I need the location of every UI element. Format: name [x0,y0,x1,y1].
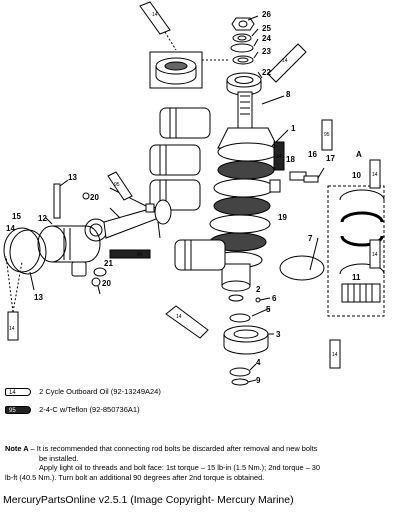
callout: 3 [276,330,281,339]
callout: 6 [272,294,277,303]
washer-25 [232,33,252,43]
ring-4 [229,367,251,377]
note-line: – It is recommended that connecting rod … [28,444,318,453]
note-line: lb-ft (40.5 Nm.). Turn bolt an additiona… [5,472,265,482]
callout: 7 [308,234,313,243]
tube-code: 14 [282,58,288,64]
callout: 18 [286,155,295,164]
note-line: be installed. [39,453,79,463]
callout: 26 [262,10,271,19]
lube-tube-top [139,1,177,51]
callout: 9 [256,376,261,385]
callout-labels: 26 25 24 23 22 8 1 A 16 17 18 19 10 7 11… [6,10,362,385]
pistons-behind [149,107,226,271]
piston-pin [53,183,61,219]
callout: A [356,150,362,159]
tube-code: 95 [137,252,143,258]
callout: 23 [262,47,271,56]
seal-ring-24 [230,43,254,53]
note-label: Note A [5,444,29,453]
thrust-washer-20 [91,277,101,287]
callout: 20 [90,193,99,202]
footer-credit: MercuryPartsOnline v2.5.1 (Image Copyrig… [3,494,294,506]
legend-tube-icon: 95 [5,406,31,415]
callout: 25 [262,24,271,33]
legend-text: 2 Cycle Outboard Oil (92-13249A24) [39,387,161,396]
tube-code: 14 [152,12,158,18]
legend-row-oil: 14 2 Cycle Outboard Oil (92-13249A24) [5,386,161,398]
legend-text: 2-4-C w/Teflon (92-850736A1) [39,405,140,414]
bearing-cup-inset [149,51,230,89]
retaining-ring-7 [279,255,325,281]
tube-code: 95 [324,132,330,138]
callout: 15 [12,212,21,221]
callout: 5 [266,305,271,314]
tube-code-labels: 14 14 95 14 95 95 14 14 14 14 14 [9,12,378,358]
piston [37,225,101,263]
tube-code: 14 [372,172,378,178]
callout: 24 [262,34,271,43]
tube-code: 14 [276,154,282,160]
tube-code: 95 [114,182,120,188]
tube-code: 14 [372,252,378,258]
lower-bearing-2 [228,294,244,302]
callout: 16 [308,150,317,159]
callout: 21 [104,259,113,268]
callout: 14 [6,224,15,233]
callout: 19 [278,213,287,222]
lube-tube-bottom-right [329,339,341,369]
lube-tube-left [5,255,23,341]
callout: 13 [34,293,43,302]
tube-code: 14 [332,352,338,358]
piston-rings [3,227,47,275]
pin-lock-ring [82,192,90,200]
tube-code: 14 [176,314,182,320]
pin-6 [255,297,261,303]
callout: 22 [262,68,271,77]
rod-cap-parts [269,171,319,193]
callout: 10 [352,171,361,180]
rod-bolt [109,187,155,213]
callout: 1 [291,124,296,133]
ring-9 [231,378,249,386]
callout: 12 [38,214,47,223]
note-a: Note A – It is recommended that connecti… [5,444,393,482]
bearing-cage-box [327,185,385,317]
race-5 [229,313,251,323]
callout: 17 [326,154,335,163]
callout: 11 [352,273,361,282]
lube-tube-18 [273,141,285,171]
bearing-23 [232,55,254,65]
legend-tube-icon: 14 [5,388,31,397]
note-line: Apply light oil to threads and bolt face… [39,463,321,473]
lube-tube-21 [109,249,151,259]
lube-tube-right-top [267,43,307,83]
callout: 8 [286,90,291,99]
ball-bearing-3 [223,325,269,355]
callout: 13 [68,173,77,182]
tube-code: 14 [9,326,15,332]
wrist-pin-needle-bearing [71,261,107,277]
lube-tube-right-mid [321,119,333,151]
retaining-nut [231,17,255,31]
callout: 4 [256,358,261,367]
callout: 20 [102,279,111,288]
lube-tube-bottom-left [165,305,209,339]
exploded-parts-diagram: 14 14 95 14 95 95 14 14 14 14 14 26 25 2… [3,1,385,386]
lube-tube-right-cage [369,159,381,189]
connecting-rod [84,199,172,242]
callout: 2 [256,285,261,294]
legend-row-grease: 95 2-4-C w/Teflon (92-850736A1) [5,404,140,416]
lube-tube-right-lower [369,239,381,269]
lube-tube-rod [107,171,133,201]
